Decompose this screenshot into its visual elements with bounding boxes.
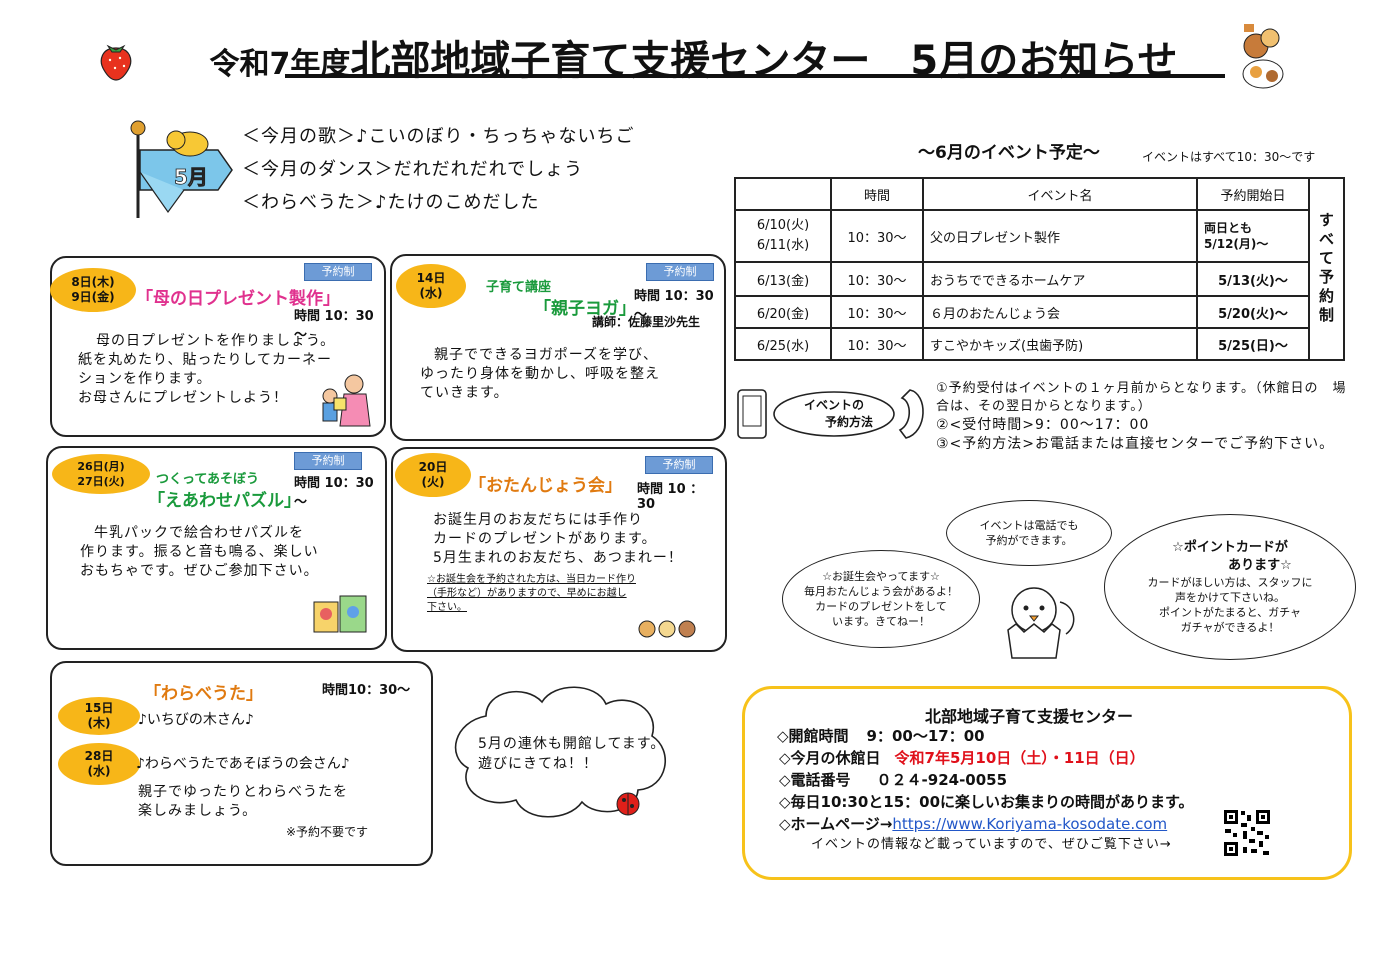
event-time: 時間 10：30～: [294, 476, 374, 510]
mother-child-illustration: [322, 374, 371, 427]
event-date-badge: 26日(月)27日(火): [52, 454, 150, 494]
header-reservation-start: 予約開始日: [1196, 177, 1310, 211]
warabeuta-card: 「わらべうた」 時間10：30～ 15日(木) ♪いちびの木さん♪ 28日(水)…: [50, 661, 433, 866]
event-date-badge: 8日(木)9日(金): [50, 268, 136, 312]
event-card-mothers-day: 8日(木)9日(金) 予約制 「母の日プレゼント製作」 時間 10：30～ 母の…: [50, 256, 386, 437]
event-title: 「えあわせパズル」: [148, 491, 301, 511]
warabeuta-title: 「わらべうた」: [144, 684, 263, 704]
event-description: 母の日プレゼントを作りましょう。 紙を丸めたり、貼ったりしてカーネー ションを作…: [78, 333, 336, 406]
warabeuta-time: 時間10：30～: [322, 683, 411, 698]
center-name: 北部地域子育て支援センター: [925, 707, 1134, 726]
table-row: 6/10(火) 6/11(水) 10：30～ 父の日プレゼント製作 両日とも 5…: [734, 209, 1344, 263]
event-card-birthday: 20日(火) 予約制 「おたんじょう会」 時間 10 ： 30 お誕生月のお友だ…: [391, 447, 727, 652]
reservation-method-illustration: [737, 389, 924, 439]
daily-gathering: ◇毎日10:30と15：00に楽しいお集まりの時間があります。: [779, 793, 1194, 811]
event-card-ewase-puzzle: 26日(月)27日(火) つくってあそぼう 予約制 時間 10：30～ 「えあわ…: [46, 446, 387, 650]
event-date-badge: 20日(火): [395, 453, 471, 497]
puzzle-toy-illustration: [313, 595, 367, 633]
table-row: 6/25(水) 10：30～ すこやかキッズ(虫歯予防) 5/25(日)～: [734, 327, 1344, 361]
event-date-badge: 14日(水): [396, 264, 466, 308]
reservation-tag: 予約制: [646, 263, 714, 281]
warabeuta-line: ＜わらべうた＞♪たけのこめだした: [242, 192, 540, 213]
event-time: 時間 10 ： 30: [637, 482, 704, 512]
table-row: 6/20(金) 10：30～ ６月のおたんじょう会 5/20(火)～: [734, 295, 1344, 329]
title-underline: [285, 74, 1225, 78]
warabeuta-date-badge-1: 15日(木): [58, 697, 140, 735]
table-header-row: 時間 イベント名 予約開始日 すべて予約制: [734, 177, 1345, 361]
strawberry-icon: [96, 40, 136, 86]
reservation-tag: 予約制: [304, 263, 372, 281]
all-reservation-label: すべて予約制: [1308, 177, 1345, 361]
header-event-name: イベント名: [922, 177, 1198, 211]
homepage: ◇ホームページ→https://www.Koriyama-kosodate.co…: [779, 815, 1168, 833]
chick-in-egg-illustration: [1007, 587, 1075, 659]
event-title: 「親子ヨガ」: [534, 299, 636, 319]
month-badge: 5月: [174, 165, 208, 189]
reservation-rules: ①予約受付はイベントの１ヶ月前からとなります。（休館日の 場合は、その翌日からと…: [936, 381, 1347, 452]
warabeuta-date-badge-2: 28日(水): [58, 743, 140, 785]
table-row: 6/13(金) 10：30～ おうちでできるホームケア 5/13(火)～: [734, 261, 1344, 297]
speech-bubble-phone: イベントは電話でも予約ができます。: [946, 500, 1112, 566]
warabeuta-item-2: ♪わらべうたであそぼうの会さん♪: [136, 756, 350, 772]
homepage-note: イベントの情報など載っていますので、ぜひご覧下さい→: [811, 837, 1172, 852]
june-event-table: 時間 イベント名 予約開始日 すべて予約制 6/10(火) 6/11(水) 10…: [734, 177, 1345, 361]
event-card-oyako-yoga: 14日(水) 予約制 子育て講座 時間 10：30～ 「親子ヨガ」 講師：佐藤里…: [390, 254, 726, 441]
header-time: 時間: [830, 177, 924, 211]
event-lecturer: 講師：佐藤里沙先生: [592, 315, 701, 329]
speech-bubble-point-card: ☆ポイントカードが あります☆ カードがほしい方は、スタッフに声をかけて下さいね…: [1104, 514, 1356, 660]
closed-days: ◇今月の休館日令和7年5月10日（土）・11日（日）: [779, 749, 1145, 767]
cloud-message: 5月の連休も開館してます。 遊びにきてね！！: [478, 736, 666, 772]
no-reservation-note: ※予約不要です: [286, 825, 369, 839]
event-title: 「おたんじょう会」: [469, 476, 622, 496]
speech-bubble-birthday: ☆お誕生会やってます☆毎月おたんじょう会があるよ！ カードのプレゼントをしていま…: [782, 550, 980, 648]
animal-mascots-illustration: [1236, 20, 1290, 96]
warabeuta-description: 親子でゆったりとわらべうたを 楽しみましょう。: [138, 784, 348, 819]
event-description: 親子でできるヨガポーズを学び、 ゆったり身体を動かし、呼吸を整え ていきます。: [420, 347, 660, 401]
cloud-bubble: [454, 686, 667, 818]
event-time: 時間 10：30～: [294, 309, 374, 343]
song-line: ＜今月の歌＞♪こいのぼり・ちっちゃないちご: [242, 126, 635, 147]
homepage-link[interactable]: https://www.Koriyama-kosodate.com: [892, 815, 1168, 833]
reservation-tag: 予約制: [294, 452, 362, 470]
animals-illustration: [638, 620, 696, 638]
event-note: ☆お誕生会を予約された方は、当日カード作り （手形など）がありますので、早めにお…: [427, 574, 636, 613]
phone-handset-icon: [898, 389, 924, 439]
reservation-tag: 予約制: [645, 456, 713, 474]
event-time: 時間 10：30～: [634, 289, 714, 323]
koinobori-cat-illustration: 5月: [128, 120, 234, 224]
event-subtitle: 子育て講座: [486, 280, 552, 295]
june-title: ～6月のイベント予定～: [918, 143, 1100, 163]
event-title: 「母の日プレゼント製作」: [136, 289, 340, 309]
qr-code-icon[interactable]: [1223, 809, 1271, 857]
warabeuta-item-1: ♪いちびの木さん♪: [138, 712, 254, 728]
event-description: お誕生月のお友だちには手作り カードのプレゼントがあります。 5月生まれのお友だ…: [433, 512, 683, 566]
june-subtitle: イベントはすべて10：30～です: [1142, 150, 1316, 164]
event-subtitle: つくってあそぼう: [156, 472, 259, 487]
reservation-badge: イベントの 予約方法: [803, 398, 873, 429]
songs-list: ＜今月の歌＞♪こいのぼり・ちっちゃないちご ＜今月のダンス＞だれだれだれでしょう…: [242, 120, 635, 219]
event-description: 牛乳パックで絵合わせパズルを 作ります。振ると音も鳴る、楽しい おもちゃです。ぜ…: [80, 525, 319, 579]
dance-line: ＜今月のダンス＞だれだれだれでしょう: [242, 159, 584, 180]
